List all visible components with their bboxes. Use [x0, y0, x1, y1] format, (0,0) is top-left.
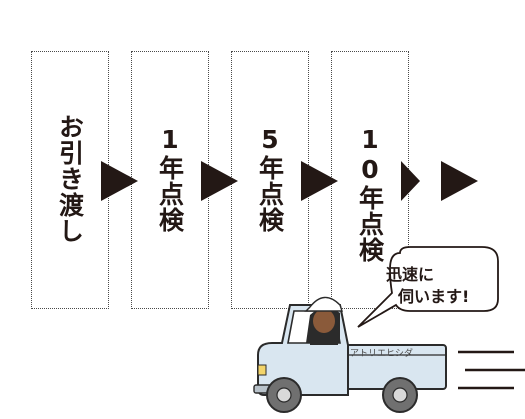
delivery-truck-icon	[253, 246, 525, 413]
speech-bubble-shape	[357, 246, 499, 328]
arrow-right-icon	[201, 161, 238, 201]
step-label-10-year: 10年点検	[355, 125, 385, 263]
driver-figure	[304, 296, 343, 345]
speech-bubble-line-2: 伺います!	[398, 287, 470, 306]
arrow-right-icon	[101, 161, 138, 201]
truck-side-text: アトリエヒシダ	[350, 349, 414, 359]
truck-illustration: 迅速に 伺います! アトリエヒシダ	[250, 245, 525, 419]
arrow-right-icon	[301, 161, 338, 201]
step-label-1-year: 1年点検	[155, 125, 185, 233]
speech-bubble-line-1: 迅速に	[386, 265, 435, 284]
arrow-right-icon	[401, 161, 420, 201]
step-box-handover: お引き渡し	[31, 51, 109, 309]
step-box-1-year: 1年点検	[131, 51, 209, 309]
step-label-handover: お引き渡し	[55, 114, 85, 244]
arrow-right-icon	[441, 161, 478, 201]
step-label-5-year: 5年点検	[255, 125, 285, 233]
